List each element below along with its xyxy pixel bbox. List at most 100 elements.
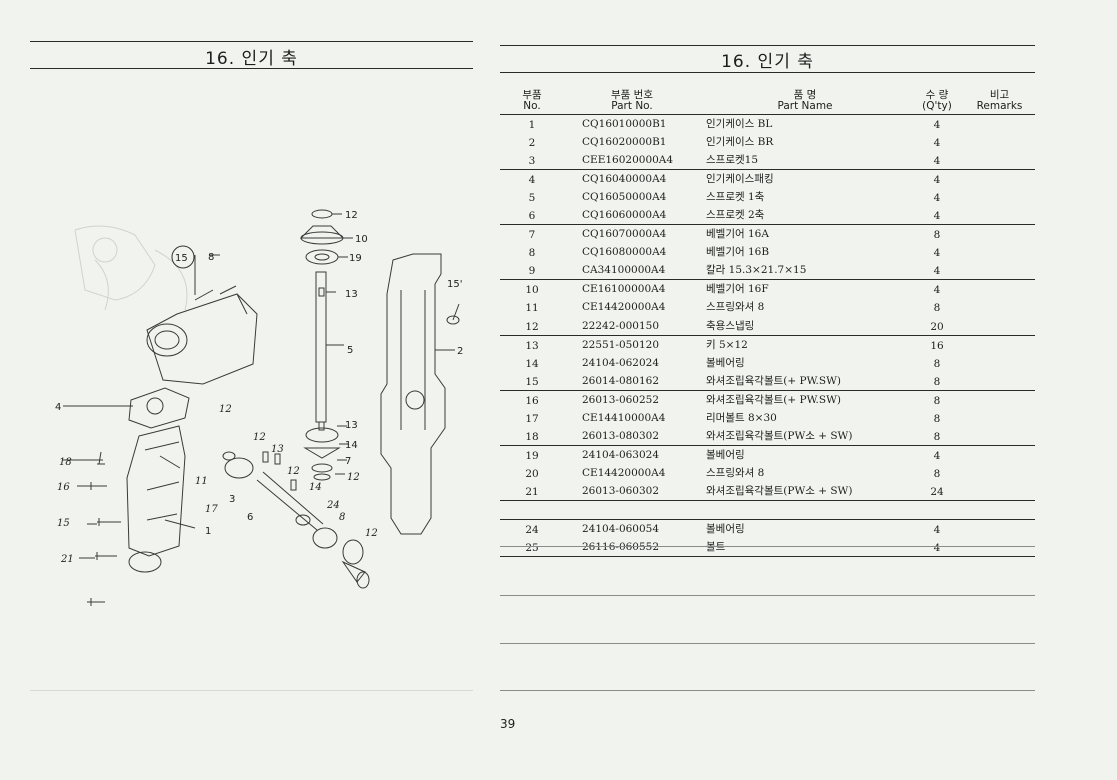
cell-part-name: 볼베어링: [706, 356, 745, 369]
cell-part-number: 24104-060054: [582, 523, 660, 536]
cell-part-index: 16: [525, 394, 539, 407]
cell-part-index: 25: [500, 538, 564, 558]
left-ghost-rule: [30, 690, 473, 691]
cell-quantity: 4: [933, 284, 941, 297]
cell-part-number: CEE16020000A4: [564, 151, 700, 171]
callout-24: 24: [326, 500, 340, 511]
cell-part-name: [700, 500, 910, 521]
cell-part-index: 13: [525, 339, 539, 352]
cell-remarks: [964, 170, 1035, 189]
cell-quantity: 8: [933, 394, 941, 407]
cell-part-name: 볼베어링: [706, 448, 745, 461]
callout-12-f: 12: [365, 528, 378, 539]
cell-quantity: 8: [933, 412, 941, 425]
cell-remarks: [964, 354, 1035, 372]
cell-part-name: 와셔조립육각볼트(PW소 + SW): [700, 426, 910, 446]
cell-quantity: 16: [930, 339, 944, 352]
callout-3: 3: [229, 494, 235, 505]
cell-part-index: 11: [525, 302, 539, 315]
cell-part-name: 인기케이스 BL: [706, 118, 773, 131]
callout-13: 13: [345, 289, 358, 300]
cell-remarks: [964, 481, 1035, 501]
cell-part-name: 베벨기어 16A: [706, 228, 769, 241]
callout-8: 8: [339, 512, 345, 523]
cell-part-number: CQ16070000A4: [582, 228, 667, 241]
cell-quantity: 8: [933, 467, 941, 480]
ghost-rule-4: [500, 690, 1035, 691]
cell-part-name: 와셔조립육각볼트(+ PW.SW): [700, 371, 910, 391]
cell-part-name: 스프로켓15: [700, 151, 910, 171]
cell-quantity: 4: [933, 449, 941, 462]
callout-12-c: 12: [219, 404, 232, 415]
cell-quantity: 8: [933, 229, 941, 242]
callout-13-b: 13: [271, 444, 284, 455]
cell-quantity: 8: [910, 426, 964, 446]
cell-part-number: CQ16050000A4: [582, 191, 667, 204]
cell-part-index: 14: [525, 357, 539, 370]
cell-quantity: 4: [910, 261, 964, 281]
cell-part-number: 22551-050120: [582, 338, 660, 351]
cell-part-index: [500, 500, 564, 521]
callout-4: 4: [55, 402, 61, 413]
callout-12-b: 12: [347, 472, 360, 483]
cell-part-number: CQ16020000B1: [582, 136, 667, 149]
cell-remarks: [964, 538, 1035, 558]
cell-quantity: 4: [910, 151, 964, 171]
cell-remarks: [964, 316, 1035, 336]
cell-remarks: [964, 371, 1035, 391]
callout-15: 15: [57, 518, 70, 529]
cell-part-name: 와셔조립육각볼트(+ PW.SW): [706, 393, 841, 406]
cell-quantity: 8: [933, 302, 941, 315]
cell-quantity: 8: [933, 357, 941, 370]
callout-14: 14: [345, 440, 358, 451]
cell-quantity: 4: [910, 206, 964, 226]
callout-12-d: 12: [253, 432, 266, 443]
cell-part-index: 24: [525, 524, 539, 537]
cell-remarks: [964, 225, 1035, 244]
cell-part-index: 17: [525, 412, 539, 425]
cell-part-name: 인기케이스패킹: [706, 173, 774, 186]
table-row: [500, 500, 1035, 521]
callout-14-b: 14: [309, 482, 322, 493]
cell-part-number: CQ16040000A4: [582, 173, 667, 186]
cell-part-name: 와셔조립육각볼트(PW소 + SW): [700, 481, 910, 501]
cell-quantity: 4: [933, 247, 941, 260]
cell-quantity: 4: [933, 192, 941, 205]
cell-remarks: [964, 115, 1035, 134]
exploded-parts-diagram: 12 10 19 13 5 2 15' 15 8 4 14 7 12 18 16…: [55, 209, 463, 606]
cell-part-number: CQ16010000B1: [582, 118, 667, 131]
cell-part-index: 2: [528, 137, 536, 150]
cell-part-index: 6: [500, 206, 564, 226]
cell-remarks: [964, 133, 1035, 151]
cell-part-number: 26013-060302: [564, 481, 700, 501]
callout-18: 18: [59, 457, 72, 468]
page-number: 39: [500, 717, 516, 731]
callout-17: 17: [205, 504, 218, 515]
cell-quantity: 20: [910, 316, 964, 336]
cell-part-number: 26014-080162: [564, 371, 700, 391]
cell-part-name: 스프링와셔 8: [706, 466, 765, 479]
ghost-rule-2: [500, 595, 1035, 596]
cell-quantity: 4: [910, 538, 964, 558]
cell-quantity: [910, 500, 964, 521]
cell-part-number: 26013-080302: [564, 426, 700, 446]
cell-part-name: 베벨기어 16F: [706, 283, 769, 296]
